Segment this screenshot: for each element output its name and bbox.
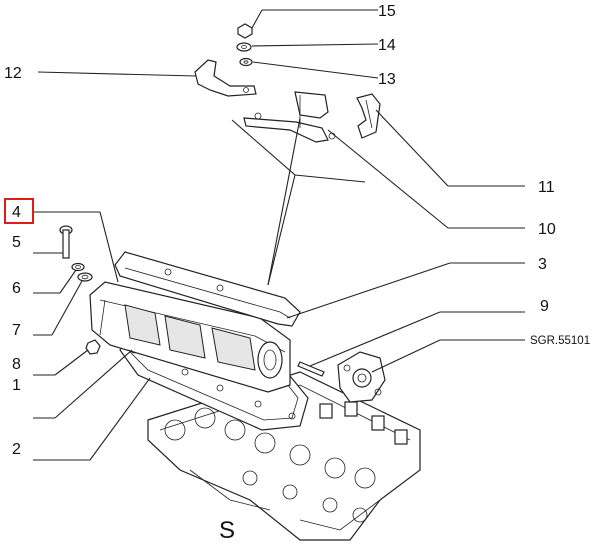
cylinder-head [147, 371, 421, 541]
leader-lines [33, 9, 525, 461]
assembly-arrow [231, 119, 366, 286]
callout-2[interactable]: 2 [12, 441, 21, 458]
sensor-flange [337, 351, 386, 403]
callout-10[interactable]: 10 [538, 221, 556, 238]
callout-6[interactable]: 6 [12, 280, 21, 297]
callout-1[interactable]: 1 [12, 377, 21, 394]
callout-11[interactable]: 11 [538, 179, 555, 196]
callout-8[interactable]: 8 [12, 356, 21, 373]
washer-13 [239, 57, 253, 67]
callout-7[interactable]: 7 [12, 322, 21, 339]
callout-4[interactable]: 4 [12, 204, 21, 221]
bolt [59, 225, 73, 259]
valve-cover [89, 281, 291, 393]
washer-6 [71, 262, 85, 272]
callout-12[interactable]: 12 [4, 65, 22, 82]
assembly-arrow-2 [267, 117, 301, 286]
washer-14 [236, 42, 252, 52]
callout-9[interactable]: 9 [540, 298, 549, 315]
washer-7 [77, 272, 93, 282]
callout-13[interactable]: 13 [378, 71, 396, 88]
bracket-11 [356, 93, 381, 139]
pin [297, 361, 325, 377]
cover-seal-strip [114, 251, 301, 327]
selected-callout-highlight [4, 198, 34, 224]
callout-14[interactable]: 14 [378, 37, 396, 54]
callout-15[interactable]: 15 [378, 3, 396, 20]
view-letter: S [219, 517, 235, 544]
nut [85, 339, 101, 355]
callout-part-code[interactable]: SGR.55101 [530, 335, 590, 347]
callout-3[interactable]: 3 [538, 256, 547, 273]
bracket-12 [194, 59, 257, 97]
nut-15 [237, 23, 253, 39]
bracket-10 [243, 91, 336, 143]
callout-5[interactable]: 5 [12, 234, 21, 251]
